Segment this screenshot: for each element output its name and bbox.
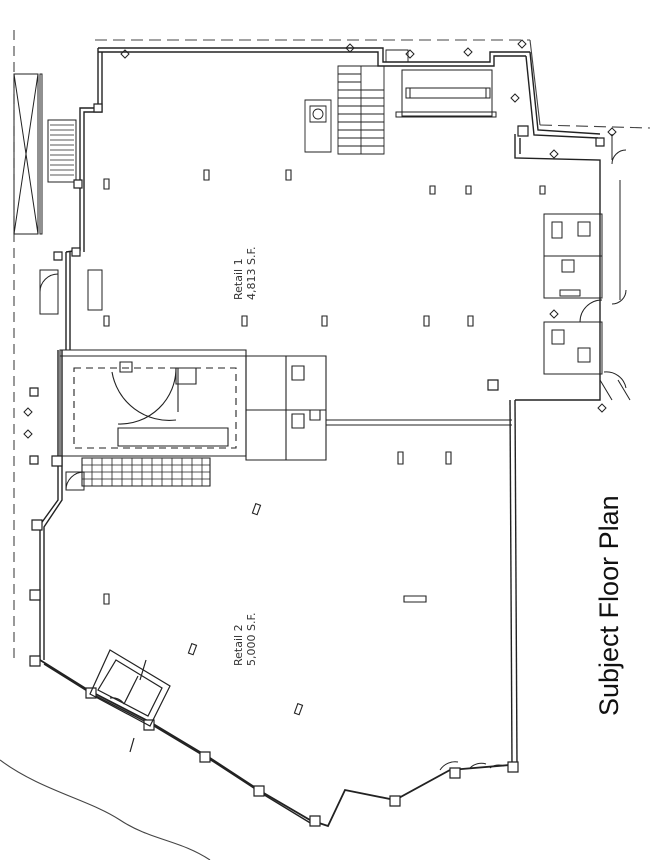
lower-right-entry	[440, 372, 630, 770]
columns	[30, 104, 604, 826]
room-name-retail-2: Retail 2	[232, 624, 245, 666]
room-label-retail-1: Retail 1 4,813 S.F.	[232, 246, 258, 300]
upper-stair	[305, 50, 408, 154]
device-markers	[24, 40, 616, 438]
plan-title: Subject Floor Plan	[594, 495, 624, 716]
room-area-retail-2: 5,000 S.F.	[245, 612, 258, 666]
left-entries	[40, 270, 102, 490]
room-label-retail-2: Retail 2 5,000 S.F.	[232, 612, 258, 666]
room-name-retail-1: Retail 1	[232, 258, 245, 300]
restroom-block-1	[544, 134, 626, 374]
room-area-retail-1: 4,813 S.F.	[245, 246, 258, 300]
upper-right-block	[396, 70, 496, 117]
site-boundary-lines	[0, 30, 650, 860]
exterior-walls	[40, 48, 600, 826]
entry-vestibule	[90, 650, 170, 752]
interior-columns	[104, 170, 545, 715]
left-shaft	[14, 74, 76, 234]
central-core	[60, 350, 512, 486]
